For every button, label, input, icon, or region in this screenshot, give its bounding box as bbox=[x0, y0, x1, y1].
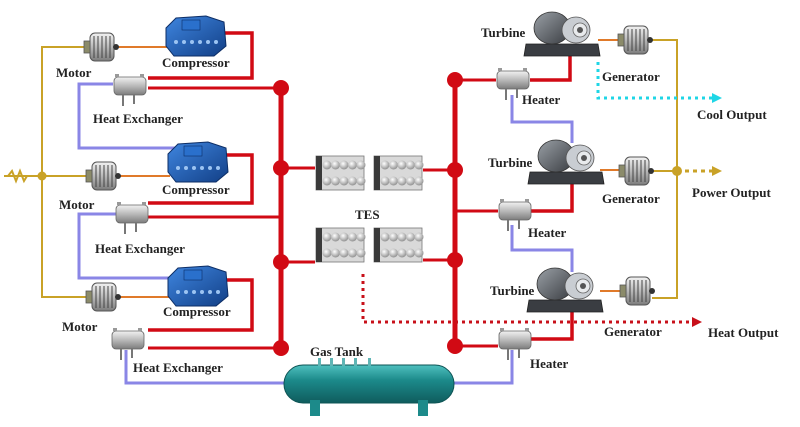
motor-label-1: Motor bbox=[56, 65, 92, 80]
generator-label-1: Generator bbox=[602, 69, 660, 84]
heat-exchanger-3 bbox=[111, 328, 145, 360]
compressor-1 bbox=[165, 15, 227, 57]
generator-label-2: Generator bbox=[602, 191, 660, 206]
compressor-hot-loop-1 bbox=[148, 31, 254, 80]
heat-output-line bbox=[361, 274, 692, 324]
cold-pipe-1 bbox=[77, 82, 185, 150]
heat-exchanger-1 bbox=[113, 74, 147, 106]
heater-to-turbine-3 bbox=[530, 312, 574, 341]
motor-3 bbox=[85, 282, 121, 312]
turbine-2 bbox=[527, 139, 605, 185]
heater-to-turbine-2 bbox=[530, 184, 574, 213]
tes-label: TES bbox=[355, 207, 380, 222]
power-bus-junction-left bbox=[37, 171, 47, 181]
junction-left-4 bbox=[273, 340, 289, 356]
heat-exchanger-2 bbox=[115, 202, 149, 234]
cold-pipe-to-tank bbox=[124, 350, 290, 385]
turbine-label-1: Turbine bbox=[481, 25, 526, 40]
turbine-3 bbox=[526, 267, 604, 313]
compressor-hot-loop-2 bbox=[148, 153, 254, 205]
tes-unit-4 bbox=[373, 227, 424, 263]
motor-label-2: Motor bbox=[59, 197, 95, 212]
cool-output-line bbox=[596, 62, 712, 100]
turbine-label-3: Turbine bbox=[490, 283, 535, 298]
gas-tank bbox=[283, 358, 455, 416]
compressor-hot-loop-3 bbox=[148, 278, 254, 332]
heat-exchanger-label-1: Heat Exchanger bbox=[93, 111, 183, 126]
motor-1 bbox=[83, 32, 119, 62]
heat-exchanger-label-3: Heat Exchanger bbox=[133, 360, 223, 375]
heater-label-2: Heater bbox=[528, 225, 566, 240]
heat-exchanger-label-2: Heat Exchanger bbox=[95, 241, 185, 256]
cold-pipe-tank-to-heater bbox=[450, 350, 514, 385]
cold-pipe-2 bbox=[77, 212, 185, 280]
heater-label-1: Heater bbox=[522, 92, 560, 107]
heat-output-label: Heat Output bbox=[708, 325, 779, 340]
power-output-arrow bbox=[712, 166, 722, 176]
tes-unit-2 bbox=[373, 155, 424, 191]
generator-1 bbox=[617, 25, 653, 55]
heater-label-3: Heater bbox=[530, 356, 568, 371]
compressor-label-1: Compressor bbox=[162, 55, 230, 70]
generator-2 bbox=[618, 156, 654, 186]
generator-label-3: Generator bbox=[604, 324, 662, 339]
cool-output-label: Cool Output bbox=[697, 107, 767, 122]
generator-3 bbox=[619, 276, 655, 306]
turbine-label-2: Turbine bbox=[488, 155, 533, 170]
cool-output-arrow bbox=[712, 93, 722, 103]
compressor-2 bbox=[167, 141, 229, 183]
gas-tank-label: Gas Tank bbox=[310, 344, 364, 359]
compressor-label-3: Compressor bbox=[163, 304, 231, 319]
cold-pipe-heater-1 bbox=[510, 95, 574, 143]
heater-3 bbox=[498, 328, 532, 360]
heater-1 bbox=[496, 68, 530, 100]
cold-pipe-heater-2 bbox=[510, 225, 574, 272]
compressor-label-2: Compressor bbox=[162, 182, 230, 197]
tes-unit-1 bbox=[315, 155, 366, 191]
heater-2 bbox=[498, 199, 532, 231]
junction-left-1 bbox=[273, 80, 289, 96]
heater-to-turbine-1 bbox=[530, 52, 572, 82]
heat-output-arrow bbox=[692, 317, 702, 327]
grid-input-symbol bbox=[7, 168, 28, 184]
motor-label-3: Motor bbox=[62, 319, 98, 334]
turbine-1 bbox=[523, 11, 601, 57]
compressor-3 bbox=[167, 265, 229, 307]
power-output-label: Power Output bbox=[692, 185, 772, 200]
motor-2 bbox=[85, 161, 121, 191]
tes-unit-3 bbox=[315, 227, 366, 263]
